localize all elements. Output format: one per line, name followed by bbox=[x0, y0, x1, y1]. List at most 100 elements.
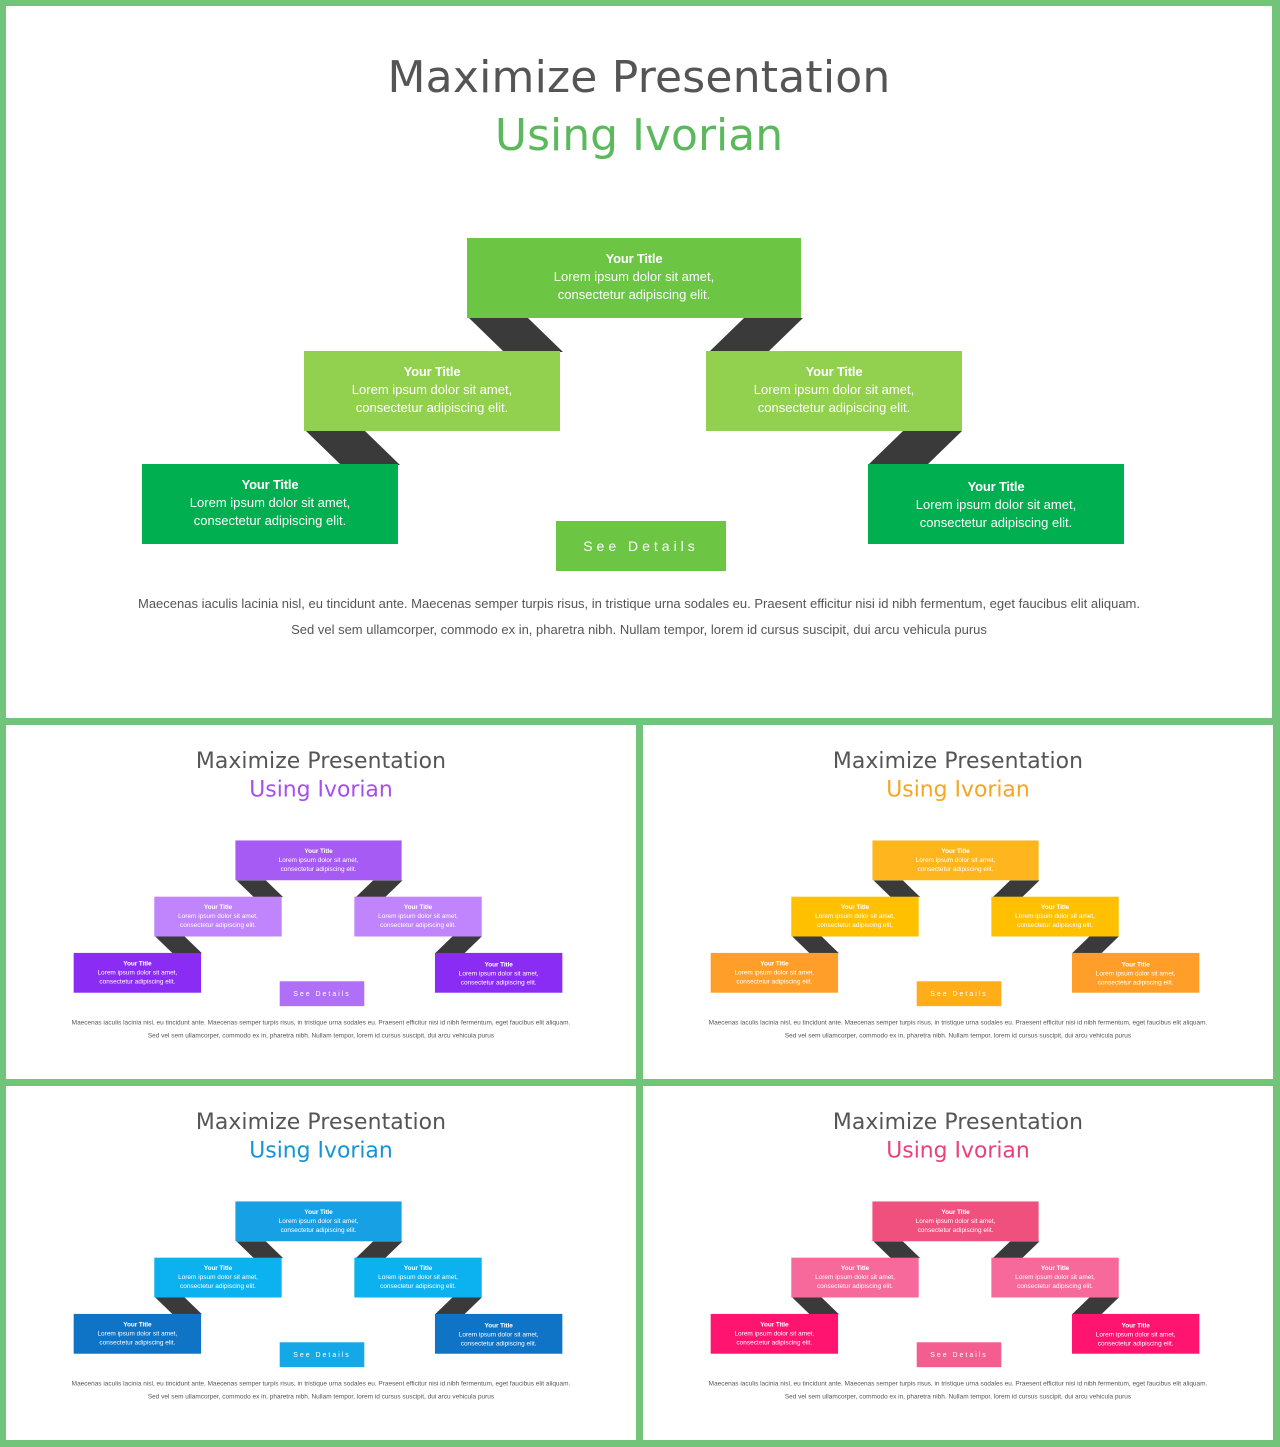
box-low-left-line2: consectetur adipiscing elit. bbox=[99, 977, 176, 985]
slide-title: Maximize Presentation bbox=[832, 1108, 1084, 1135]
box-mid-left-title: Your Title bbox=[203, 903, 233, 911]
box-mid-left-line2: consectetur adipiscing elit. bbox=[180, 921, 256, 929]
box-mid-right-line1: Lorem ipsum dolor sit amet, bbox=[378, 1273, 458, 1281]
box-top-text: Lorem ipsum dolor sit amet, consectetur … bbox=[278, 1216, 359, 1234]
connector-bottom-left bbox=[792, 936, 840, 954]
box-top-title: Your Title bbox=[304, 1207, 333, 1216]
box-mid-left-line1: Lorem ipsum dolor sit amet, bbox=[351, 382, 513, 397]
box-top-title: Your Title bbox=[304, 846, 333, 855]
box-mid-left-line1: Lorem ipsum dolor sit amet, bbox=[815, 1273, 895, 1281]
box-mid-left-title: Your Title bbox=[840, 903, 870, 911]
box-low-right-line2: consectetur adipiscing elit. bbox=[460, 978, 537, 986]
box-mid-right-title: Your Title bbox=[805, 364, 863, 379]
box-mid-right-title: Your Title bbox=[403, 903, 433, 911]
box-mid-left-line1: Lorem ipsum dolor sit amet, bbox=[178, 912, 258, 920]
box-low-left-title: Your Title bbox=[760, 959, 789, 967]
box-low-right-title: Your Title bbox=[967, 479, 1025, 494]
connector-bottom-left bbox=[155, 1297, 203, 1315]
slide-title: Maximize Presentation bbox=[195, 747, 447, 774]
box-mid-left: Your Title Lorem ipsum dolor sit amet, c… bbox=[791, 1257, 919, 1298]
box-low-right: Your Title Lorem ipsum dolor sit amet, c… bbox=[1071, 952, 1200, 993]
slide-content: Maximize Presentation Using Ivorian Your… bbox=[6, 6, 1272, 718]
description-paragraph: Maecenas iaculis lacinia nisl, eu tincid… bbox=[708, 1379, 1208, 1401]
box-low-left-title: Your Title bbox=[760, 1320, 789, 1328]
slide-subtitle: Using Ivorian bbox=[249, 776, 393, 803]
box-top-title: Your Title bbox=[605, 251, 663, 266]
see-details-button[interactable]: See Details bbox=[916, 981, 1002, 1007]
slide-title: Maximize Presentation bbox=[195, 1108, 447, 1135]
box-mid-right-line2: consectetur adipiscing elit. bbox=[380, 1282, 456, 1290]
box-top: Your Title Lorem ipsum dolor sit amet, c… bbox=[467, 238, 801, 318]
see-details-button[interactable]: See Details bbox=[556, 521, 726, 571]
connector-bottom-right bbox=[1071, 1297, 1119, 1315]
description-paragraph: Maecenas iaculis lacinia nisl, eu tincid… bbox=[138, 596, 1140, 637]
box-top-title: Your Title bbox=[941, 1207, 970, 1216]
description-paragraph: Maecenas iaculis lacinia nisl, eu tincid… bbox=[71, 1379, 571, 1401]
box-low-left: Your Title Lorem ipsum dolor sit amet, c… bbox=[710, 952, 839, 993]
box-mid-left-line2: consectetur adipiscing elit. bbox=[817, 921, 893, 929]
see-details-button[interactable]: See Details bbox=[916, 1342, 1002, 1368]
box-low-left-line1: Lorem ipsum dolor sit amet, bbox=[189, 495, 351, 510]
box-mid-left: Your Title Lorem ipsum dolor sit amet, c… bbox=[304, 351, 560, 431]
box-top-text: Lorem ipsum dolor sit amet, consectetur … bbox=[553, 269, 715, 302]
box-mid-right-title: Your Title bbox=[1040, 1264, 1070, 1272]
connector-top-right bbox=[992, 1241, 1040, 1259]
box-top: Your Title Lorem ipsum dolor sit amet, c… bbox=[872, 1201, 1039, 1242]
slide-subtitle: Using Ivorian bbox=[886, 776, 1030, 803]
box-low-right-line1: Lorem ipsum dolor sit amet, bbox=[1095, 969, 1176, 977]
box-low-left-line2: consectetur adipiscing elit. bbox=[736, 977, 813, 985]
box-mid-left: Your Title Lorem ipsum dolor sit amet, c… bbox=[154, 896, 282, 937]
box-low-left-line1: Lorem ipsum dolor sit amet, bbox=[97, 968, 178, 976]
box-mid-right-title: Your Title bbox=[1040, 903, 1070, 911]
box-low-right-line2: consectetur adipiscing elit. bbox=[919, 515, 1073, 530]
connector-top-left bbox=[236, 880, 284, 898]
slide-content: Maximize Presentation Using Ivorian Your… bbox=[6, 1086, 636, 1440]
box-mid-right-line1: Lorem ipsum dolor sit amet, bbox=[753, 382, 915, 397]
box-low-left: Your Title Lorem ipsum dolor sit amet, c… bbox=[73, 952, 202, 993]
slide-main: Maximize Presentation Using Ivorian Your… bbox=[6, 6, 1272, 718]
box-mid-right: Your Title Lorem ipsum dolor sit amet, c… bbox=[991, 1257, 1119, 1298]
box-low-right-title: Your Title bbox=[1121, 960, 1150, 968]
box-mid-left-line2: consectetur adipiscing elit. bbox=[180, 1282, 256, 1290]
slide-orange: Maximize Presentation Using Ivorian Your… bbox=[643, 725, 1273, 1079]
box-low-right: Your Title Lorem ipsum dolor sit amet, c… bbox=[434, 1313, 563, 1354]
box-low-left-title: Your Title bbox=[123, 959, 152, 967]
connector-top-left bbox=[873, 1241, 921, 1259]
slide-content: Maximize Presentation Using Ivorian Your… bbox=[643, 1086, 1273, 1440]
slide-pink: Maximize Presentation Using Ivorian Your… bbox=[643, 1086, 1273, 1440]
connector-top-left bbox=[236, 1241, 284, 1259]
connector-top-right bbox=[355, 1241, 403, 1259]
connector-top-right bbox=[355, 880, 403, 898]
box-low-left-line1: Lorem ipsum dolor sit amet, bbox=[97, 1329, 178, 1337]
box-mid-right: Your Title Lorem ipsum dolor sit amet, c… bbox=[706, 351, 962, 431]
box-low-left-line1: Lorem ipsum dolor sit amet, bbox=[734, 1329, 815, 1337]
see-details-button[interactable]: See Details bbox=[279, 1342, 365, 1368]
box-top-text: Lorem ipsum dolor sit amet, consectetur … bbox=[915, 855, 996, 873]
box-low-left: Your Title Lorem ipsum dolor sit amet, c… bbox=[73, 1313, 202, 1354]
box-mid-left-title: Your Title bbox=[403, 364, 461, 379]
box-low-right-line2: consectetur adipiscing elit. bbox=[1097, 1339, 1174, 1347]
box-mid-left: Your Title Lorem ipsum dolor sit amet, c… bbox=[154, 1257, 282, 1298]
slide-subtitle: Using Ivorian bbox=[494, 110, 784, 161]
box-low-left-line2: consectetur adipiscing elit. bbox=[736, 1338, 813, 1346]
box-top: Your Title Lorem ipsum dolor sit amet, c… bbox=[235, 840, 402, 881]
box-low-right-line1: Lorem ipsum dolor sit amet, bbox=[458, 969, 539, 977]
see-details-button[interactable]: See Details bbox=[279, 981, 365, 1007]
slide-title: Maximize Presentation bbox=[387, 52, 891, 103]
box-low-right-line2: consectetur adipiscing elit. bbox=[460, 1339, 537, 1347]
connector-top-left bbox=[873, 880, 921, 898]
box-mid-right-line2: consectetur adipiscing elit. bbox=[757, 400, 911, 415]
box-low-right-line1: Lorem ipsum dolor sit amet, bbox=[915, 497, 1077, 512]
box-mid-left-title: Your Title bbox=[203, 1264, 233, 1272]
slide-content: Maximize Presentation Using Ivorian Your… bbox=[643, 725, 1273, 1079]
connector-top-right bbox=[992, 880, 1040, 898]
box-mid-right: Your Title Lorem ipsum dolor sit amet, c… bbox=[354, 1257, 482, 1298]
box-top: Your Title Lorem ipsum dolor sit amet, c… bbox=[872, 840, 1039, 881]
connector-top-left bbox=[469, 318, 563, 352]
box-mid-right-line1: Lorem ipsum dolor sit amet, bbox=[1015, 912, 1095, 920]
box-mid-right-line2: consectetur adipiscing elit. bbox=[1017, 921, 1093, 929]
box-low-left-line2: consectetur adipiscing elit. bbox=[193, 513, 347, 528]
connector-bottom-left bbox=[792, 1297, 840, 1315]
box-low-right: Your Title Lorem ipsum dolor sit amet, c… bbox=[1071, 1313, 1200, 1354]
box-top: Your Title Lorem ipsum dolor sit amet, c… bbox=[235, 1201, 402, 1242]
